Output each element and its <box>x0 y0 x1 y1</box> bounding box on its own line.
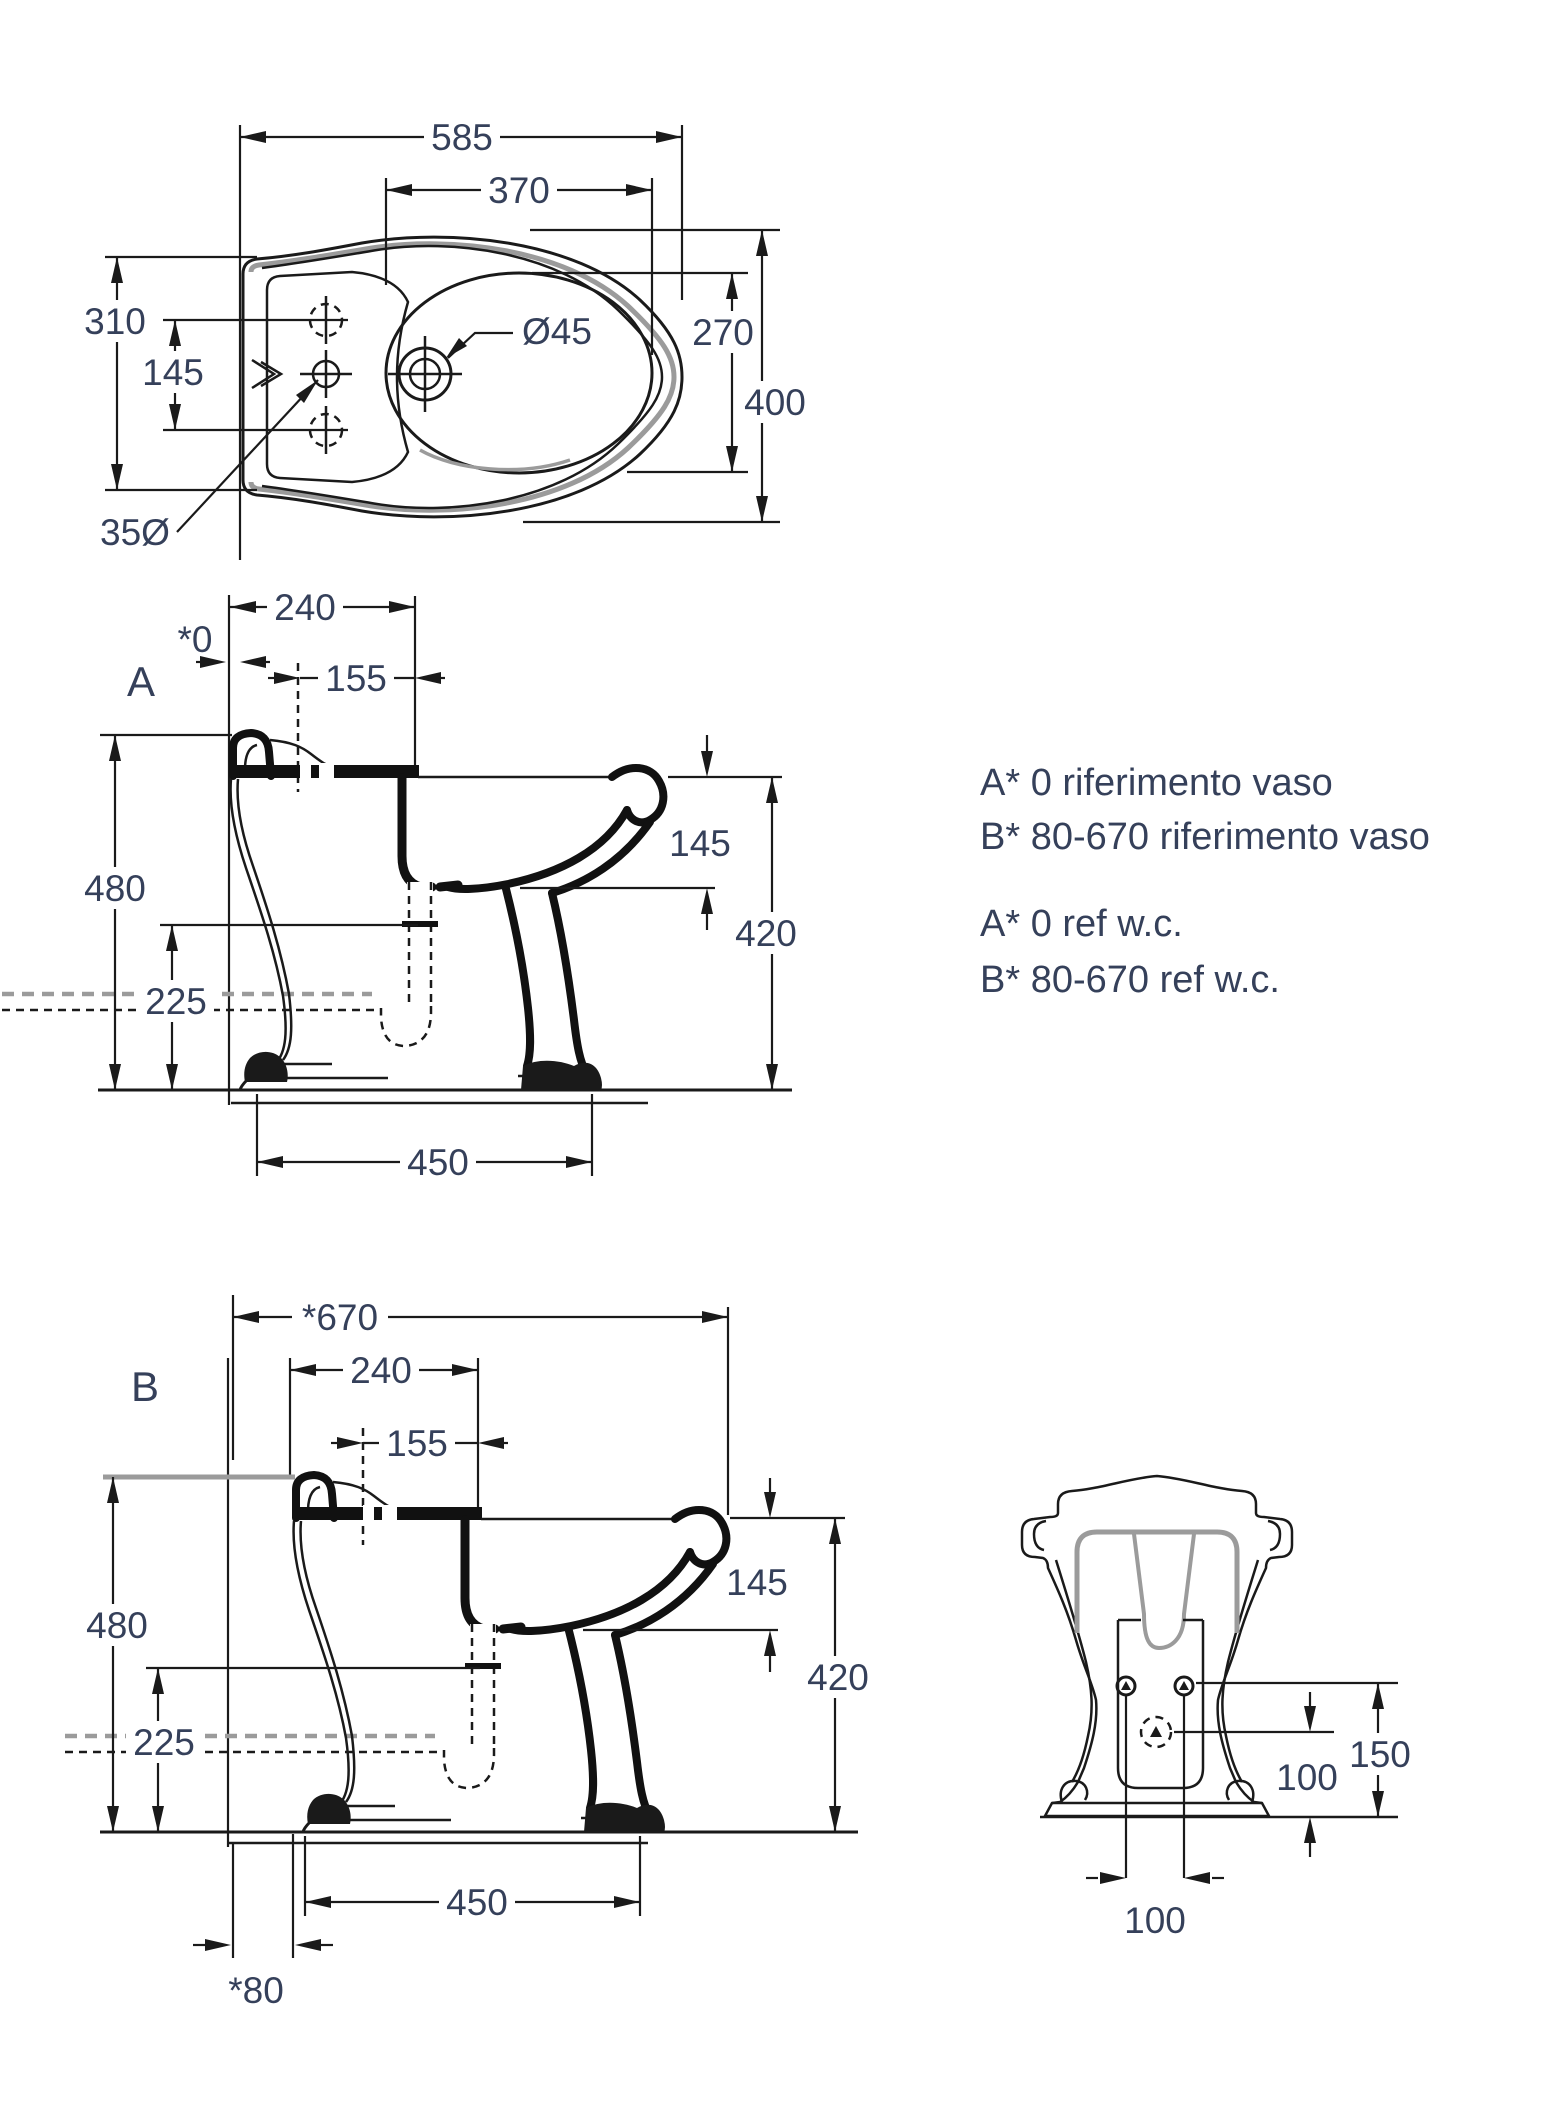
dim-b-480-text: 480 <box>86 1605 148 1646</box>
dim-400: 400 <box>744 382 806 423</box>
dim-b-480: 480 <box>79 1477 155 1832</box>
dim-bowl-height: 270 <box>532 271 761 474</box>
dim-rear-150-text: 150 <box>1349 1734 1411 1775</box>
dim-b-240-text: 240 <box>350 1350 412 1391</box>
view-a-label: A <box>127 658 155 705</box>
fixing-hole-right <box>1173 1675 1195 1697</box>
dim-rear-100h-text: 100 <box>1124 1900 1186 1941</box>
dim-b-670: *670 <box>233 1296 728 1338</box>
dim-a-450-text: 450 <box>407 1142 469 1183</box>
reference-notes: A* 0 riferimento vaso B* 80-670 riferime… <box>980 762 1430 1001</box>
dim-a-240-text: 240 <box>274 587 336 628</box>
outlet-circle <box>1139 1715 1173 1749</box>
dim-b-145: 145 <box>583 1478 845 1672</box>
dim-585: 585 <box>431 117 493 158</box>
dim-b-wall-offset: *80 <box>193 1939 333 2011</box>
note-line-2: B* 80-670 riferimento vaso <box>980 816 1430 858</box>
dim-b-225-text: 225 <box>133 1722 195 1763</box>
bidet-plan-outline <box>241 235 684 519</box>
dim-145-top: 145 <box>142 352 204 393</box>
dim-b-155-text: 155 <box>386 1423 448 1464</box>
note-line-3: A* 0 ref w.c. <box>980 903 1183 945</box>
dim-a-145-text: 145 <box>669 823 731 864</box>
fixing-hole-left <box>1115 1675 1137 1697</box>
dim-overall-depth: 400 <box>523 228 813 524</box>
dim-a-225: 225 <box>138 923 418 1090</box>
dim-a-wall-offset: *0 <box>178 619 270 668</box>
dim-b-240: 240 <box>290 1349 478 1391</box>
dim-a-420-text: 420 <box>735 913 797 954</box>
dim-tap-diameter: 35Ø <box>100 379 319 553</box>
dim-rear-100-vertical: 100 <box>1276 1692 1338 1857</box>
dim-a-155: 155 <box>268 657 445 699</box>
dim-b-155: 155 <box>331 1422 508 1464</box>
dim-drain-diameter: Ø45 <box>446 310 600 359</box>
dim-b-225: 225 <box>126 1666 480 1832</box>
dim-b-450: 450 <box>303 1836 642 1923</box>
dim-a-225-text: 225 <box>145 981 207 1022</box>
dim-a-420: 420 <box>728 777 804 1090</box>
dim-d45: Ø45 <box>522 311 592 352</box>
dim-b-450-text: 450 <box>446 1882 508 1923</box>
view-b-label: B <box>131 1363 159 1410</box>
dim-bowl-width: 370 <box>384 169 654 355</box>
dim-a-145: 145 <box>520 735 782 930</box>
dim-35d: 35Ø <box>100 512 170 553</box>
dim-a-480: 480 <box>77 733 232 1090</box>
dim-310: 310 <box>84 301 146 342</box>
dim-b-145-text: 145 <box>726 1562 788 1603</box>
dim-b-670-text: *670 <box>302 1297 378 1338</box>
dim-b-80-text: *80 <box>228 1970 284 2011</box>
note-line-4: B* 80-670 ref w.c. <box>980 959 1280 1001</box>
dim-rear-150: 150 <box>1342 1683 1418 1817</box>
dim-rear-100v-text: 100 <box>1276 1757 1338 1798</box>
side-view-b: B *670 240 155 <box>65 1295 876 2011</box>
dim-rear-100-horizontal: 100 <box>1086 1872 1224 1941</box>
dim-a-155-text: 155 <box>325 658 387 699</box>
dim-a-240: 240 <box>230 586 415 628</box>
dim-270: 270 <box>692 312 754 353</box>
note-line-1: A* 0 riferimento vaso <box>980 762 1333 804</box>
rear-view: 150 100 100 <box>1020 1474 1418 1941</box>
dim-a-0-text: *0 <box>178 619 213 660</box>
dim-overall-width: 585 <box>238 116 684 560</box>
top-view: 585 370 310 145 <box>77 116 813 560</box>
dim-370: 370 <box>488 170 550 211</box>
drain-hole <box>388 336 462 412</box>
dim-a-480-text: 480 <box>84 868 146 909</box>
tap-hole-center <box>300 350 352 398</box>
dim-a-450: 450 <box>255 1094 594 1183</box>
dim-hole-spacing: 145 <box>135 318 348 432</box>
dim-b-420-text: 420 <box>807 1657 869 1698</box>
side-view-a: A 240 *0 155 <box>2 586 804 1183</box>
dim-left-height: 310 <box>77 255 257 492</box>
dim-b-420: 420 <box>800 1518 876 1832</box>
